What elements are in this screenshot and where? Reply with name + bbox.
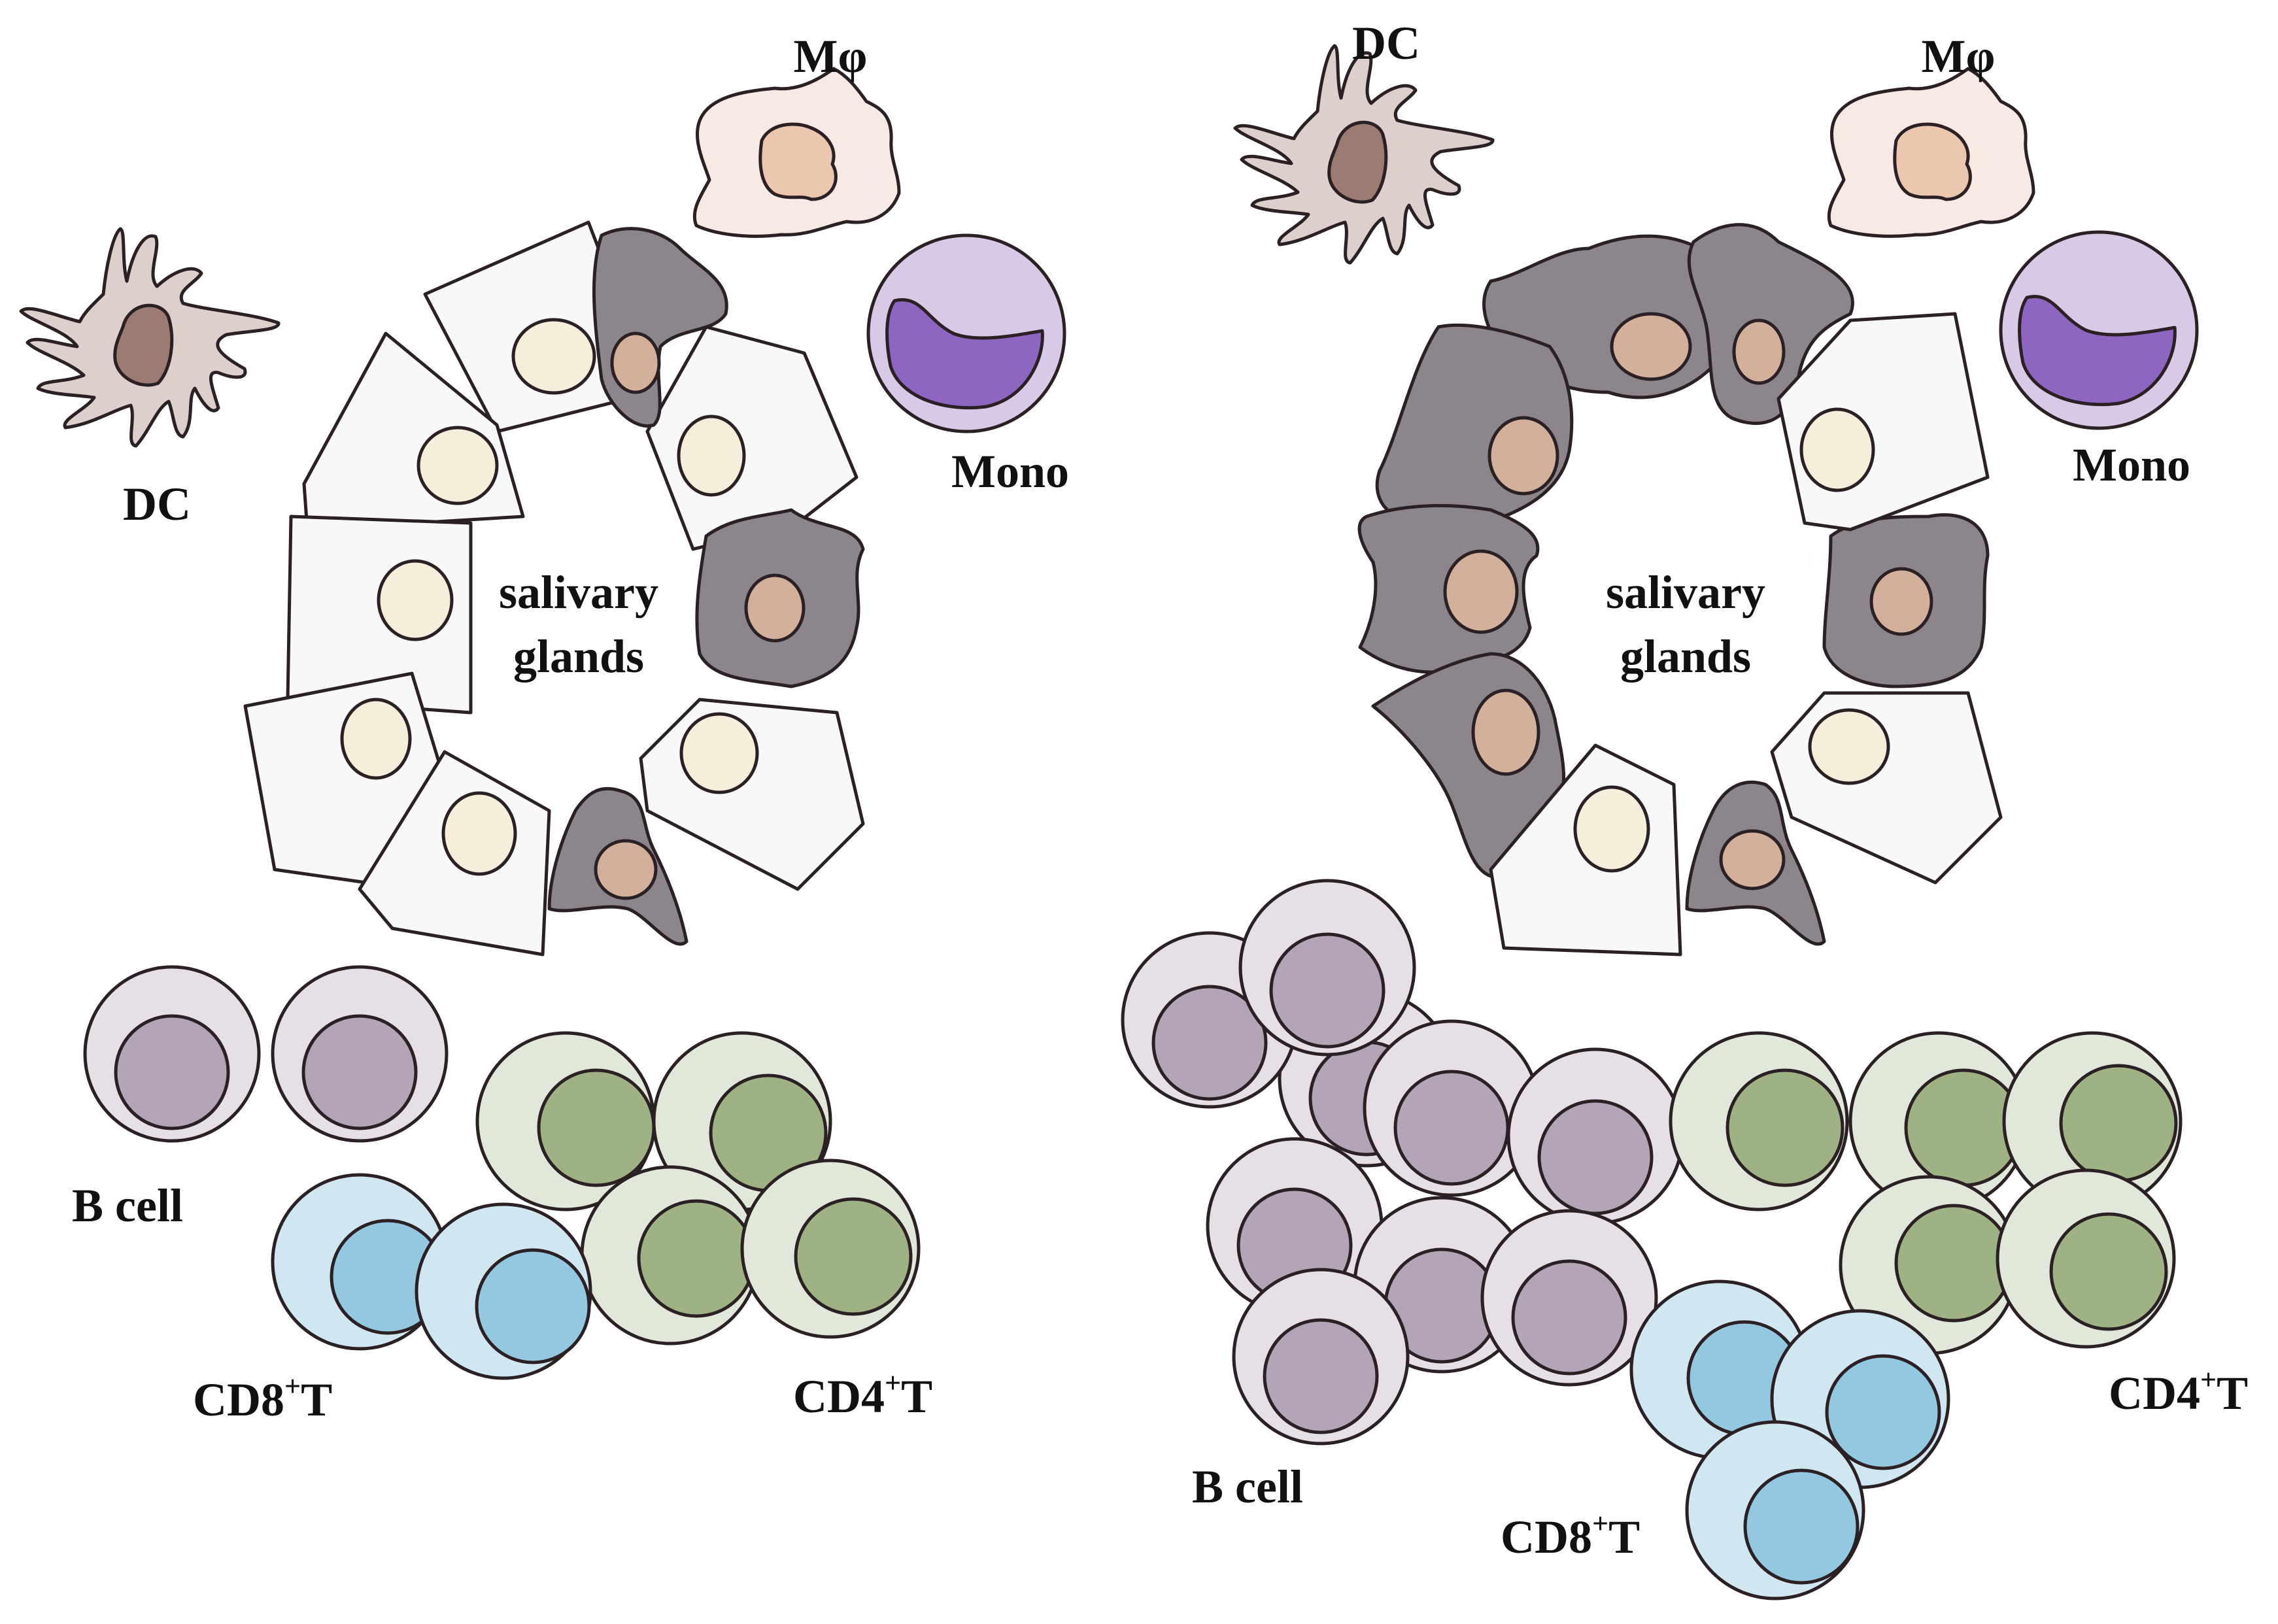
gland-label-line2: glands	[1620, 630, 1751, 683]
monocyte-label: Mono	[2073, 439, 2190, 491]
cd4-t-label-sup: +	[885, 1367, 901, 1399]
cd8-t-label: CD8+T	[1501, 1508, 1640, 1563]
epithelial-nucleus	[679, 712, 759, 794]
damaged-epithelial-nucleus	[1732, 318, 1786, 385]
cd8-t-label-prefix: CD8	[1501, 1511, 1592, 1563]
cd4-t-label: CD4+T	[793, 1367, 932, 1423]
b-cell-group	[1121, 879, 1684, 1446]
monocyte-nucleus	[885, 298, 1044, 410]
damaged-epithelial-nucleus	[1443, 549, 1519, 634]
epithelial-nucleus	[441, 791, 517, 876]
b-cell	[1238, 879, 1416, 1057]
cd4-t-cell	[2002, 1031, 2183, 1211]
monocyte	[866, 233, 1066, 433]
cd4-t-cell	[1848, 1031, 2029, 1211]
cd4-t-label-prefix: CD4	[2109, 1367, 2200, 1419]
cd4-t-label-prefix: CD4	[793, 1370, 885, 1423]
panel-right: DC Mφ Mono	[1121, 17, 2248, 1600]
cd4-t-cell-group	[475, 1031, 921, 1345]
damaged-epithelial-nucleus	[1610, 312, 1692, 381]
cd4-t-cell-group	[1669, 1031, 2183, 1355]
epithelial-nucleus	[1573, 785, 1650, 873]
dendritic-cell	[19, 227, 280, 448]
epithelial-nucleus	[1808, 708, 1890, 785]
damaged-epithelial-nucleus	[1488, 416, 1559, 496]
gland-label-line1: salivary	[499, 566, 658, 618]
epithelial-nucleus	[511, 318, 596, 395]
cd8-t-cell	[271, 1173, 449, 1351]
cd4-t-cell	[740, 1159, 921, 1339]
macrophage-label: Mφ	[1922, 30, 1996, 82]
monocyte-nucleus	[2018, 295, 2177, 407]
b-cell	[271, 965, 449, 1143]
b-cell	[83, 965, 261, 1143]
cd4-t-cell	[580, 1165, 760, 1345]
damaged-epithelial-nucleus	[1471, 688, 1540, 776]
damaged-epithelial-nucleus	[744, 573, 806, 643]
gland-label-line2: glands	[513, 630, 644, 683]
macrophage	[692, 67, 901, 238]
dendritic-cell-nucleus	[1327, 120, 1388, 204]
b-cell	[1232, 1268, 1410, 1446]
monocyte-label: Mono	[951, 445, 1069, 498]
damaged-epithelial-nucleus	[1719, 829, 1786, 890]
dc-label: DC	[1352, 17, 1420, 69]
cd4-t-cell	[1669, 1031, 1849, 1211]
cd8-t-cell-group	[271, 1173, 592, 1380]
epithelial-nucleus	[340, 698, 412, 780]
cd4-t-label-suffix: T	[2217, 1367, 2248, 1419]
gland-label-line1: salivary	[1606, 566, 1765, 618]
dc-label: DC	[123, 478, 191, 530]
damaged-epithelial-nucleus	[610, 331, 661, 394]
b-cell-label: B cell	[1192, 1461, 1303, 1513]
cd8-t-cell	[1685, 1420, 1865, 1600]
epithelial-cell	[639, 698, 865, 891]
cd8-t-label-suffix: T	[1608, 1511, 1640, 1563]
macrophage-nucleus	[1893, 122, 1972, 201]
b-cell-label: B cell	[72, 1179, 183, 1232]
cd4-t-cell	[475, 1031, 656, 1211]
epithelial-nucleus	[416, 426, 499, 505]
monocyte	[1999, 230, 2199, 430]
cd8-t-label-suffix: T	[301, 1374, 332, 1426]
salivary-gland: salivary glands	[1357, 223, 2003, 956]
macrophage-label: Mφ	[794, 30, 868, 82]
epithelial-nucleus	[1799, 407, 1875, 492]
cd4-t-cell	[1839, 1175, 2019, 1355]
b-cell	[1506, 1047, 1684, 1225]
cd4-t-label: CD4+T	[2109, 1364, 2248, 1419]
epithelial-nucleus	[377, 559, 454, 641]
cd8-t-cell	[415, 1202, 592, 1380]
epithelial-cell	[1770, 691, 2003, 885]
cd8-t-label-sup: +	[284, 1370, 301, 1402]
b-cell-group	[83, 965, 449, 1143]
b-cell	[1363, 1019, 1540, 1197]
salivary-gland: salivary glands	[243, 220, 865, 956]
cd8-t-label: CD8+T	[193, 1370, 332, 1426]
macrophage-nucleus	[758, 122, 838, 201]
cd4-t-label-suffix: T	[901, 1370, 932, 1423]
cd8-t-label-sup: +	[1592, 1508, 1608, 1540]
cd8-t-label-prefix: CD8	[193, 1374, 284, 1426]
panel-left: DC Mφ Mono	[19, 30, 1069, 1426]
cd4-t-label-sup: +	[2200, 1364, 2217, 1396]
cd8-t-cell-group	[1629, 1279, 1950, 1600]
dendritic-cell-nucleus	[113, 303, 174, 387]
damaged-epithelial-nucleus	[1869, 567, 1933, 636]
macrophage	[1827, 67, 2035, 238]
b-cell	[1480, 1209, 1658, 1387]
dendritic-cell	[1233, 44, 1495, 265]
damaged-epithelial-nucleus	[594, 839, 658, 900]
epithelial-nucleus	[677, 414, 746, 497]
cd4-t-cell	[1996, 1168, 2176, 1349]
